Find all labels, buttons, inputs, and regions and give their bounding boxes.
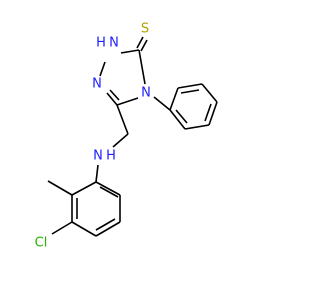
bond-ar-4 (71, 221, 97, 237)
bond-cs-2 (140, 39, 148, 52)
bond-c3-ch2 (116, 104, 129, 135)
bond-ph-3 (201, 83, 218, 103)
bond-cs-1 (136, 36, 144, 49)
bond-n4-c5 (138, 49, 146, 85)
bond-chloro (51, 221, 73, 235)
bond-n4-ph (153, 96, 171, 111)
amine-nitrogen-label: N (93, 149, 103, 164)
bond-ph-1 (169, 87, 179, 111)
ring-n4-label: N (141, 86, 151, 101)
bond-ph-4 (208, 101, 218, 126)
bond-n1-n2 (99, 61, 106, 77)
atom-labels: S H N N N N H Cl (35, 22, 151, 251)
molecule-structure: S H N N N N H Cl (35, 22, 218, 251)
bond-ar-1-inner (99, 186, 119, 198)
bond-ar-3 (95, 221, 121, 237)
bond-ph-5 (184, 124, 210, 130)
bond-n2-c3-inner (109, 89, 120, 101)
sulfur-atom-label: S (141, 22, 149, 37)
chlorine-atom-label: Cl (35, 236, 48, 251)
bond-n1-c5 (120, 49, 140, 54)
ring-nh-hydrogen-label: H (96, 36, 106, 51)
bonds (47, 36, 218, 237)
bond-n2-c3 (106, 92, 118, 106)
bond-ph-2 (177, 83, 203, 89)
bond-ph-6-inner (175, 109, 188, 124)
bond-ch2-nh (112, 133, 129, 148)
bond-ph-6 (169, 109, 186, 130)
ring-nh-nitrogen-label: N (109, 36, 119, 51)
ring-n-label: N (92, 77, 102, 92)
bond-ar-1 (95, 181, 121, 196)
amine-hydrogen-label: H (106, 149, 116, 164)
bond-ar-3-inner (95, 218, 116, 231)
bond-methyl (47, 180, 73, 196)
bond-nh-ar (95, 164, 99, 183)
bond-c3-n4 (116, 97, 139, 106)
bond-ph-2-inner (180, 89, 200, 94)
bond-ar-6 (71, 181, 97, 196)
bond-ph-4-inner (204, 103, 212, 122)
